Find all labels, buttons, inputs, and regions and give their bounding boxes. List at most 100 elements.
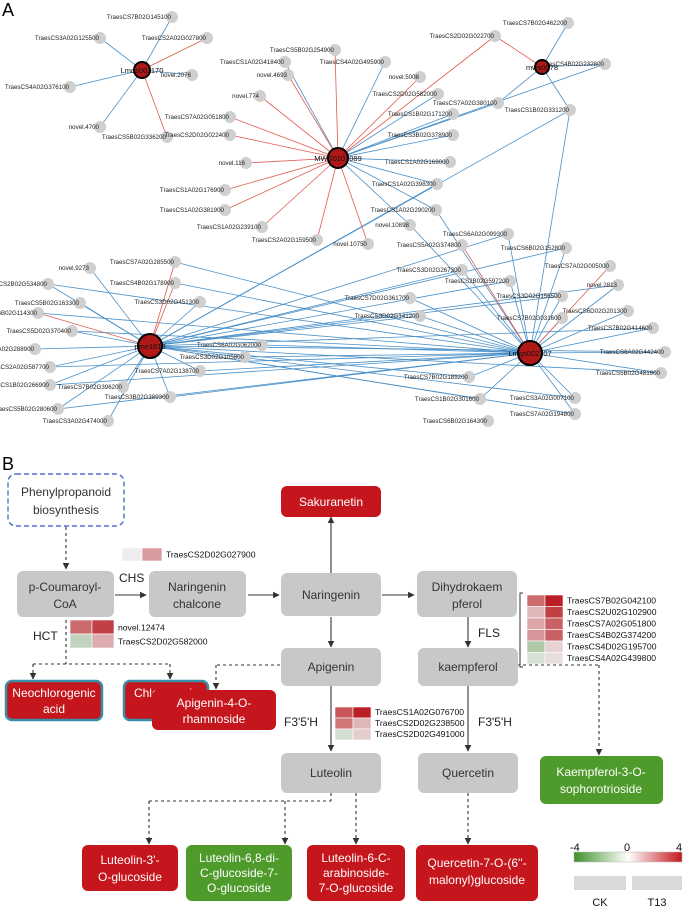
legend-t13: T13	[648, 897, 667, 909]
network-edge	[461, 269, 531, 354]
naringenin-chalcone-box: Naringenin chalcone	[149, 571, 246, 617]
network-edge	[507, 233, 531, 354]
fls-bracket	[519, 592, 523, 668]
gene-node: TraesCS4A02G376100	[5, 81, 76, 93]
gene-node: TraesCS7B02G145100	[107, 11, 178, 23]
svg-text:7-O-glucoside: 7-O-glucoside	[319, 881, 394, 895]
kaempferol-box: kaempferol	[418, 648, 518, 686]
gene-node: novel.774	[232, 90, 266, 102]
network-edge	[409, 297, 531, 354]
gene-node: TraesCS1B02G301600	[415, 393, 486, 405]
gene-node: TraesCS6B02G114300	[0, 307, 44, 319]
gene-node-label: TraesCS7A02G138700	[135, 368, 200, 375]
gene-node: TraesCS3D02G105800	[180, 351, 251, 363]
enzyme-chs: CHS	[119, 571, 144, 585]
gene-node: TraesCS2B02G534800	[0, 278, 54, 290]
gene-node-label: TraesCS3A02G007100	[510, 395, 575, 402]
heatmap-row: TraesCS4B02G374200	[526, 629, 656, 642]
gene-node-label: TraesCS3D02G267300	[397, 267, 462, 274]
gene-node-label: TraesCS2A02G027800	[142, 35, 207, 42]
gene-node-label: novel.5008	[389, 74, 420, 81]
gene-node: novel.116	[219, 157, 252, 169]
phenylpropanoid-line2: biosynthesis	[33, 503, 99, 517]
network-edge	[149, 345, 470, 378]
svg-text:pferol: pferol	[452, 597, 482, 611]
network-edge	[337, 157, 369, 245]
network-edge	[541, 66, 571, 111]
gene-node-label: novel.116	[219, 160, 246, 167]
gene-node: TraesCS5A02G374800	[397, 239, 468, 251]
network-edge	[337, 93, 439, 159]
heatmap-gene-label: TraesCS4D02G195700	[567, 642, 657, 652]
gene-node-label: TraesCS1A02G290200	[371, 207, 436, 214]
gene-node-label: TraesCS6A02G099300	[443, 231, 508, 238]
network-edge	[229, 134, 339, 159]
gene-node-label: TraesCS6D02G201300	[563, 308, 628, 315]
gene-node-label: TraesCS2D02G022400	[165, 132, 230, 139]
gene-node: TraesCS1A02G239100	[197, 221, 268, 233]
heatmap-gene-label: TraesCS7B02G042100	[567, 596, 656, 606]
gene-node: TraesCS3D02G267300	[397, 264, 468, 276]
heatmap-row: TraesCS7B02G042100	[526, 594, 656, 607]
gene-node-label: novel.10750	[333, 241, 367, 248]
gene-node-label: TraesCS6B02G164300	[423, 418, 488, 425]
network-edge	[337, 35, 496, 159]
network-edge	[259, 95, 339, 159]
gene-node: TraesCS1A02G418400	[220, 56, 291, 68]
network-edge	[107, 345, 151, 422]
heatmap-row: TraesCS2U02G102900	[526, 606, 657, 619]
luteolin-label: Luteolin	[310, 766, 352, 780]
gene-node: TraesCS3B02G378900	[388, 129, 459, 141]
network-edge	[224, 157, 339, 211]
metabolite-hub: mws0078	[526, 59, 558, 75]
network-edge	[529, 310, 629, 354]
network-edge	[541, 22, 569, 68]
heatmap-row: TraesCS1A02G076700	[334, 706, 464, 719]
gene-node-label: TraesCS1A02G176900	[160, 187, 225, 194]
gene-node: TraesCS6D02G201300	[563, 305, 634, 317]
gene-node-label: novel.2813	[587, 282, 618, 289]
network-edge	[149, 183, 438, 347]
network-edge	[337, 61, 386, 159]
svg-text:Neochlorogenic: Neochlorogenic	[12, 686, 95, 700]
gene-node-label: TraesCS4B02G232800	[540, 61, 605, 68]
gene-node: TraesCS3A02G007100	[510, 392, 581, 404]
network-edge	[71, 330, 151, 347]
gene-node: TraesCS4B02G178900	[110, 277, 181, 289]
svg-text:Luteolin-6,8-di-: Luteolin-6,8-di-	[199, 851, 279, 865]
color-legend: -4 0 4 CK T13	[570, 842, 683, 909]
gene-node-label: TraesCS7D02G361700	[345, 295, 410, 302]
network-edge	[541, 63, 606, 68]
gene-node-label: TraesCS5B02G163300	[15, 300, 80, 307]
heatmap-row: TraesCS4A02G439800	[526, 652, 656, 665]
heatmap-gene-label: TraesCS2U02G102900	[567, 607, 657, 617]
gene-node-label: TraesCS3A02G288900	[0, 346, 35, 353]
heatmap-row: TraesCS4D02G195700	[526, 640, 657, 653]
svg-text:O-glucoside: O-glucoside	[207, 881, 271, 895]
network-edge	[461, 244, 531, 354]
network-edge	[284, 61, 339, 159]
heatmap-gene-label: novel.12474	[118, 622, 165, 632]
gene-node: TraesCS2D02G582000	[373, 88, 444, 100]
gene-node-label: TraesCS7B02G145100	[107, 14, 172, 21]
gene-node-label: TraesCS7B02G396200	[58, 384, 123, 391]
heatmap-row: TraesCS2D02G027900	[121, 547, 256, 562]
network-edge	[337, 157, 437, 211]
svg-text:rhamnoside: rhamnoside	[183, 712, 246, 726]
network-edge	[174, 261, 531, 354]
enzyme-f35h-b: F3'5'H	[478, 715, 512, 729]
panel-b-label: B	[2, 454, 14, 474]
gene-node: TraesCS7B02G031600	[497, 312, 568, 324]
gene-node-label: TraesCS2D02G022700	[430, 33, 495, 40]
gene-node: TraesCS1A02G290200	[371, 204, 442, 216]
phenylpropanoid-line1: Phenylpropanoid	[21, 485, 111, 499]
gene-node: TraesCS3B02G389300	[105, 391, 176, 403]
network-edge	[497, 66, 543, 104]
network-edge	[334, 49, 339, 159]
heatmap-gene-label: TraesCS4A02G439800	[567, 653, 656, 663]
gene-node-label: TraesCS4A02G495900	[320, 59, 385, 66]
gene-node: novel.4700	[69, 121, 106, 133]
gene-node-label: TraesCS1B02G171200	[388, 111, 453, 118]
neochlorogenic-box: Neochlorogenic acid	[4, 679, 104, 722]
